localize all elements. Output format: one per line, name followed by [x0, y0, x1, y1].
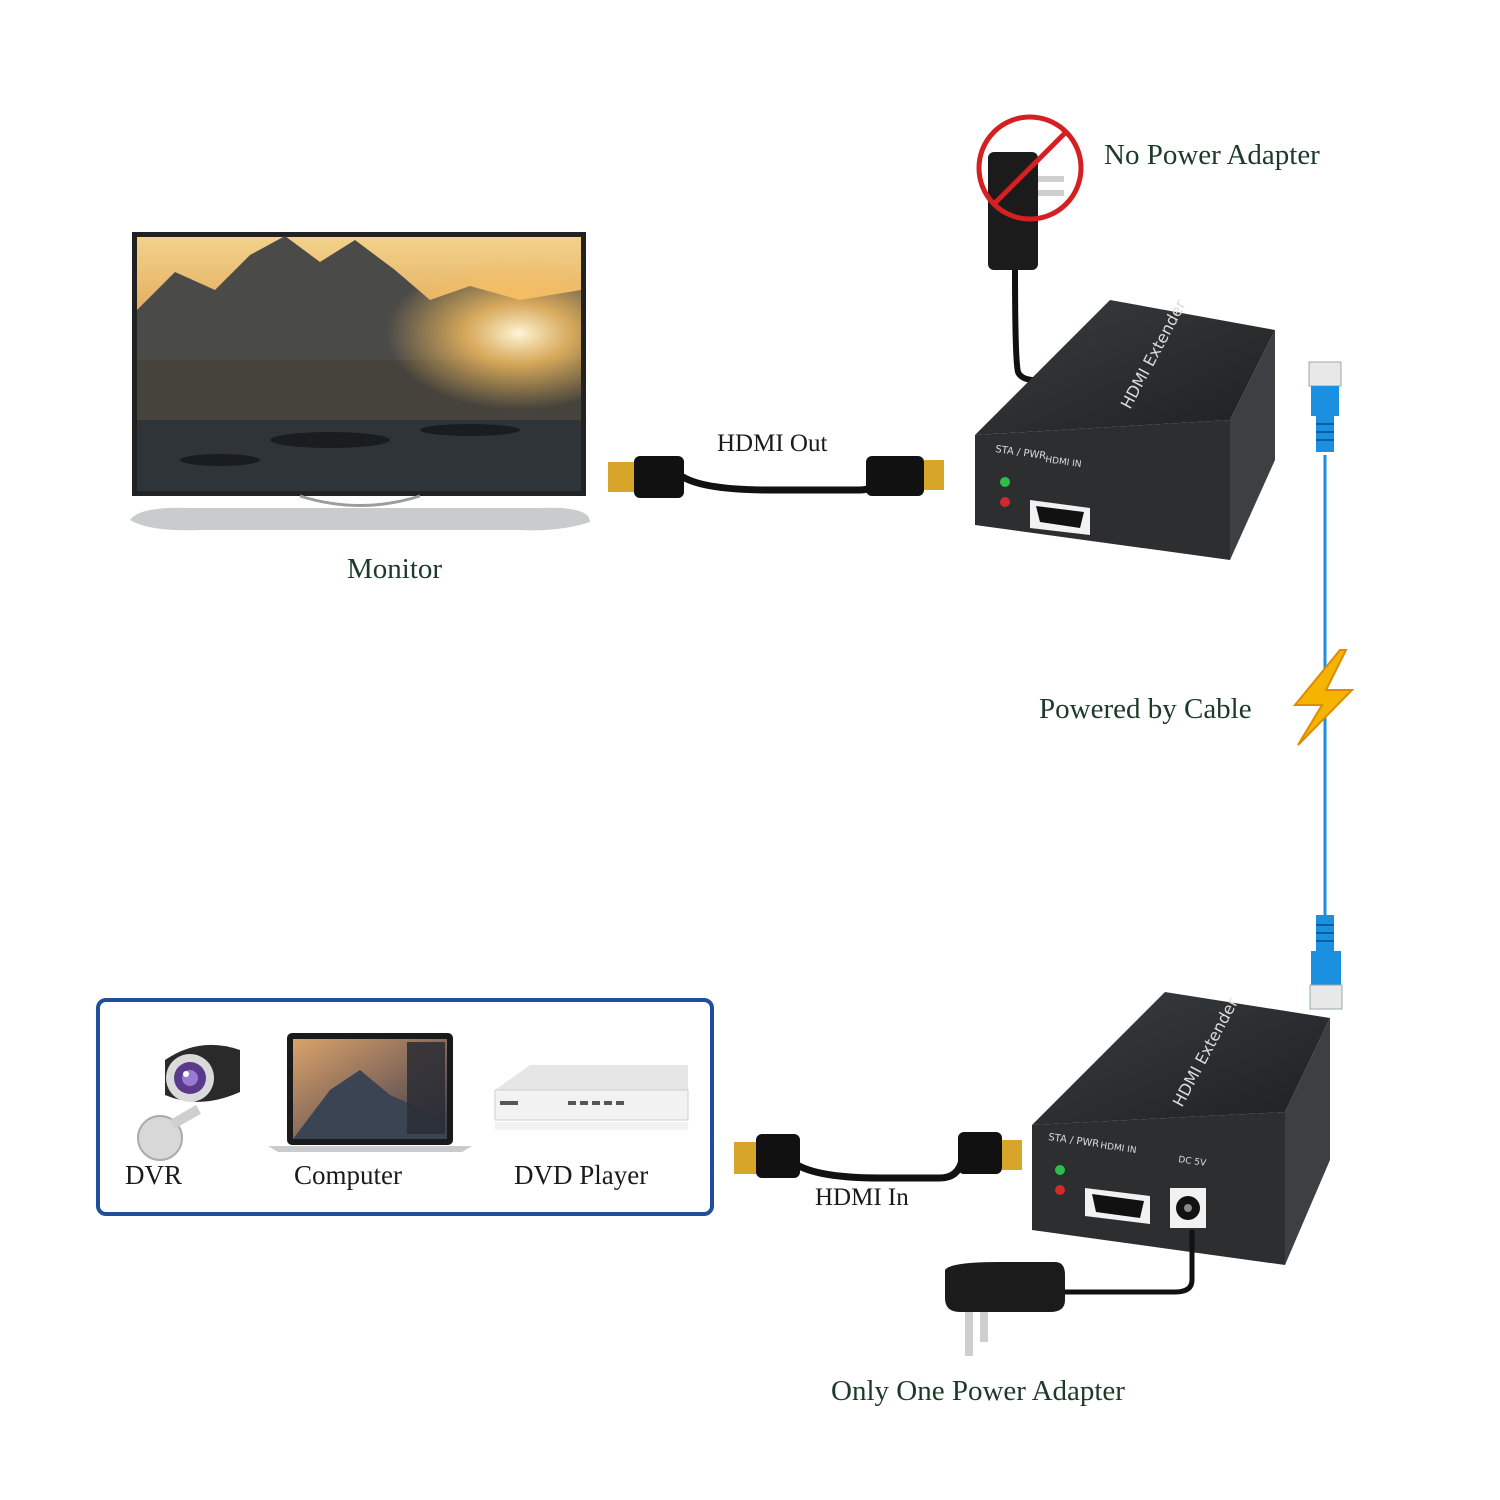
powered-by-cable-label: Powered by Cable [1039, 693, 1252, 725]
power-adapter-icon [945, 1230, 1195, 1356]
no-power-adapter-label: No Power Adapter [1104, 139, 1320, 171]
monitor-label: Monitor [347, 553, 443, 585]
hdmi-out-label: HDMI Out [717, 430, 828, 457]
hdmi-extender-top: HDMI Extender STA / PWR HDMI IN [975, 296, 1275, 560]
source-label-computer: Computer [294, 1160, 402, 1190]
dvd-player-icon [494, 1065, 689, 1130]
source-label-dvr: DVR [125, 1160, 183, 1190]
hdmi-in-cable [734, 1132, 1022, 1182]
tv-monitor-icon [130, 232, 590, 531]
only-one-power-adapter-label: Only One Power Adapter [831, 1375, 1125, 1407]
hdmi-out-cable [608, 456, 944, 498]
crossed-power-adapter-icon [976, 114, 1084, 384]
hdmi-in-label: HDMI In [815, 1184, 909, 1211]
dc-5v-label: DC 5V [1178, 1155, 1208, 1169]
source-label-dvd-player: DVD Player [514, 1160, 649, 1190]
hdmi-extender-bottom: HDMI Extender STA / PWR HDMI IN DC 5V [1032, 992, 1330, 1265]
lightning-bolt-icon [1292, 649, 1355, 746]
cctv-camera-icon [137, 1044, 240, 1161]
laptop-icon [268, 1033, 472, 1152]
